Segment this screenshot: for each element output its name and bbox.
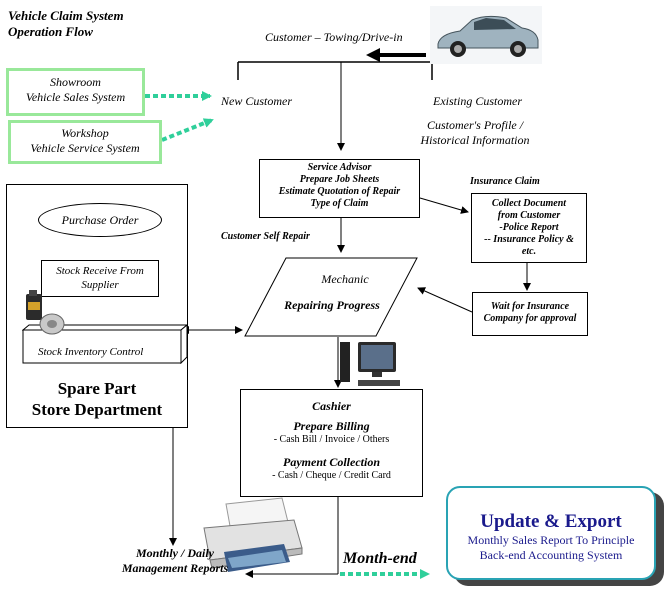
payment-title: Payment Collection [283, 455, 380, 469]
collect-line-1: Collect Document [491, 198, 567, 209]
customer-profile: Customer's Profile / Historical Informat… [410, 118, 540, 148]
dept-line-1: Spare Part [57, 379, 137, 398]
update-export-line-1: Monthly Sales Report To Principle [467, 533, 635, 547]
management-reports: Monthly / Daily Management Reports [100, 546, 250, 576]
service-advisor-line-4: Type of Claim [310, 198, 369, 209]
dept-line-2: Store Department [31, 400, 163, 419]
printer-icon [203, 497, 303, 572]
car-icon [430, 6, 542, 64]
purchase-order-node: Purchase Order [38, 203, 162, 237]
computer-icon [340, 342, 400, 386]
wait-line-2: Company for approval [483, 313, 577, 324]
billing-items: - Cash Bill / Invoice / Others [273, 434, 390, 445]
new-customer-label: New Customer [221, 94, 293, 108]
repairing-progress-label: Repairing Progress [284, 298, 380, 312]
profile-line-2: Historical Information [420, 133, 530, 147]
collect-line-3: -Police Report [499, 222, 559, 233]
showroom-line-2: Vehicle Sales System [25, 90, 126, 104]
showroom-system-box: Showroom Vehicle Sales System [6, 68, 145, 116]
collect-line-2: from Customer [497, 210, 561, 221]
cashier-title: Cashier [312, 399, 351, 413]
service-advisor-line-2: Prepare Job Sheets [299, 174, 380, 185]
mechanic-shape [244, 257, 418, 337]
workshop-line-1: Workshop [61, 126, 109, 140]
month-end-label: Month-end [343, 550, 417, 567]
title-line-2: Operation Flow [8, 24, 93, 39]
stock-receive-line-1: Stock Receive From [56, 265, 144, 277]
collect-document-box: Collect Document from Customer -Police R… [471, 193, 587, 263]
reports-line-1: Monthly / Daily [135, 546, 214, 560]
payment-items: - Cash / Cheque / Credit Card [272, 470, 391, 481]
customer-self-repair-label: Customer Self Repair [221, 231, 310, 242]
workshop-line-2: Vehicle Service System [30, 141, 140, 155]
oil-can-icon [26, 290, 65, 335]
wait-line-1: Wait for Insurance [490, 301, 570, 312]
wait-insurance-box: Wait for Insurance Company for approval [472, 292, 588, 336]
update-export-box: Update & Export Monthly Sales Report To … [446, 486, 656, 580]
showroom-line-1: Showroom [50, 75, 101, 89]
insurance-claim-label: Insurance Claim [470, 176, 540, 187]
spare-part-department-title: Spare Part Store Department [10, 378, 184, 420]
page-title: Vehicle Claim System Operation Flow [8, 8, 124, 40]
customer-label: Customer – Towing/Drive-in [265, 30, 403, 44]
profile-line-1: Customer's Profile / [426, 118, 524, 132]
stock-inventory-3d-box [22, 324, 188, 364]
billing-title: Prepare Billing [293, 419, 370, 433]
stock-receive-box: Stock Receive From Supplier [41, 260, 159, 297]
collect-line-4: -- Insurance Policy & [484, 234, 574, 245]
service-advisor-box: Service Advisor Prepare Job Sheets Estim… [259, 159, 420, 218]
service-advisor-line-1: Service Advisor [307, 162, 372, 173]
service-advisor-line-3: Estimate Quotation of Repair [278, 186, 401, 197]
stock-inventory-label: Stock Inventory Control [38, 346, 144, 358]
update-export-line-2: Back-end Accounting System [479, 548, 623, 562]
collect-line-5: etc. [521, 246, 537, 257]
title-line-1: Vehicle Claim System [8, 8, 124, 23]
reports-line-2: Management Reports [121, 561, 229, 575]
update-export-title: Update & Export [480, 511, 622, 532]
mechanic-label: Mechanic [321, 272, 369, 286]
existing-customer-label: Existing Customer [433, 94, 522, 108]
cashier-box: Cashier Prepare Billing - Cash Bill / In… [240, 389, 423, 497]
stock-receive-line-2: Supplier [81, 279, 119, 291]
workshop-system-box: Workshop Vehicle Service System [8, 120, 162, 164]
